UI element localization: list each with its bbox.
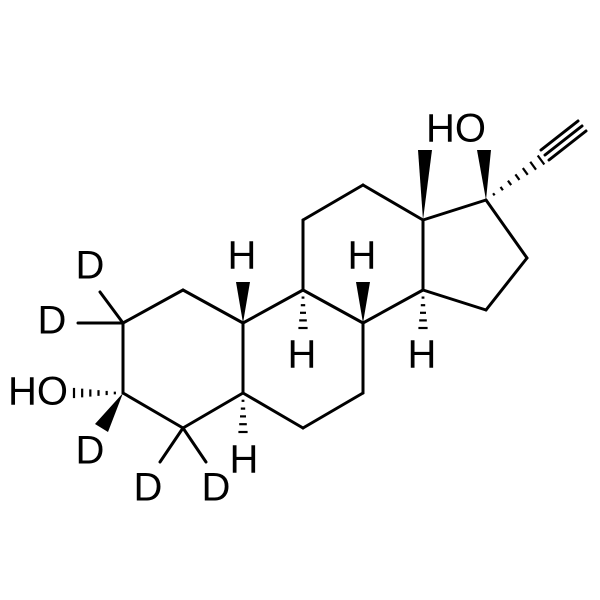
bond-c3-c4 <box>121 391 185 430</box>
wedge-c3-d <box>95 393 123 432</box>
label-h-c14: H <box>408 333 437 377</box>
ethynyl-bond-upper <box>539 119 580 152</box>
bond-c10-c1 <box>181 288 245 325</box>
hash-c17-ethynyl-stroke <box>507 179 513 186</box>
bond-c11-c12 <box>301 183 365 222</box>
bond-c14-c8 <box>361 288 425 325</box>
label-h-c9: H <box>288 333 317 377</box>
bond-c2-d-upper <box>98 290 125 325</box>
atom-labels: HO HO H H H H H D D D D D <box>8 107 486 510</box>
hash-c17-ethynyl-stroke <box>514 173 521 181</box>
bond-c7-c6 <box>301 391 365 430</box>
bond-lines <box>76 119 588 464</box>
label-d-c2-upper: D <box>76 244 105 288</box>
wedge-bonds <box>95 150 491 432</box>
bond-c15-c14 <box>421 288 488 312</box>
label-h-c10: H <box>228 234 257 278</box>
hash-c14-h <box>418 296 428 330</box>
hash-c17-ethynyl-stroke <box>499 186 504 191</box>
hash-c17-ethynyl-stroke <box>536 154 546 166</box>
hash-c17-ethynyl-stroke <box>529 161 537 171</box>
bond-c17-c16 <box>484 198 529 260</box>
wedge-c17-oh <box>477 150 491 200</box>
wedge-c13-methyl-h <box>418 150 432 220</box>
bond-c4-d-left <box>158 426 185 464</box>
label-d-c4-right: D <box>202 466 231 510</box>
label-d-c3: D <box>76 429 105 473</box>
label-d-c4-left: D <box>134 466 163 510</box>
ethynyl-bond-lower <box>547 129 588 162</box>
bond-c4-c5 <box>181 391 245 430</box>
label-hydroxyl-17: HO <box>426 107 486 151</box>
bond-c6-c5 <box>241 391 305 430</box>
hash-c17-ethynyl-stroke <box>492 192 496 196</box>
hash-c3-oh <box>72 387 116 399</box>
bond-c9-c8 <box>301 288 365 325</box>
wedge-c8-h <box>356 282 370 323</box>
bond-c12-c13 <box>361 183 425 222</box>
ethynyl-bond-center <box>543 124 584 157</box>
bond-c1-c2 <box>121 288 185 325</box>
bond-c10-c9 <box>241 288 305 325</box>
hash-c17-ethynyl <box>492 154 546 196</box>
bond-c16-c15 <box>484 256 529 312</box>
label-d-c2-left: D <box>38 299 67 343</box>
hash-c17-ethynyl-stroke <box>521 167 529 176</box>
label-h-c8: H <box>348 234 377 278</box>
hash-c9-h <box>298 296 308 330</box>
label-hydroxyl-3: HO <box>8 370 68 414</box>
wedge-c10-h <box>236 282 250 323</box>
hash-c5-h <box>238 399 248 434</box>
bond-c13-c17 <box>421 198 488 222</box>
bond-c4-d-right <box>181 426 208 464</box>
label-h-c5: H <box>230 438 259 482</box>
hashed-wedge-bonds <box>72 154 546 434</box>
